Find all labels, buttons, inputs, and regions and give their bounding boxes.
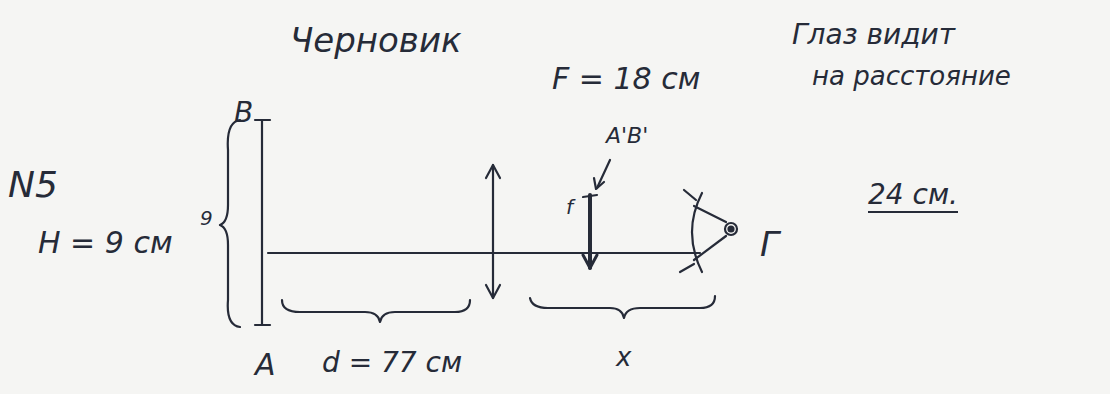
distance-label: x bbox=[616, 343, 631, 372]
image-arrow bbox=[588, 195, 592, 268]
magnification-symbol: Г bbox=[760, 226, 779, 263]
eye-lash bbox=[680, 264, 694, 272]
image-label: A'B' bbox=[606, 124, 648, 148]
focal-length-label: F = 18 см bbox=[552, 62, 700, 95]
height-bracket bbox=[220, 120, 240, 327]
point-label: B bbox=[234, 98, 253, 129]
eye-line bbox=[694, 206, 726, 222]
eye-lash bbox=[684, 190, 696, 200]
problem-number: N5 bbox=[8, 165, 58, 205]
eye-line bbox=[694, 236, 726, 260]
image-tick bbox=[583, 195, 597, 197]
note-value: 24 см. bbox=[868, 180, 958, 213]
lens-arrowhead bbox=[486, 285, 500, 298]
distance-label: d = 77 см bbox=[322, 348, 462, 379]
image-distance-label: f bbox=[566, 196, 573, 218]
height-label: H = 9 см bbox=[38, 226, 173, 259]
leader-arrowhead bbox=[594, 178, 604, 189]
point-label: A bbox=[255, 348, 276, 381]
sketch-title: Черновик bbox=[290, 22, 462, 59]
distance-brace bbox=[530, 296, 715, 318]
object-tick bbox=[255, 119, 270, 121]
distance-brace bbox=[282, 300, 470, 322]
note-text: на расстояние bbox=[812, 62, 1011, 91]
optical-axis bbox=[268, 252, 700, 254]
lens-line bbox=[492, 165, 494, 298]
lens-arrowhead bbox=[486, 165, 500, 178]
object-line bbox=[261, 120, 263, 325]
eye-pupil-dot bbox=[729, 227, 734, 232]
height-value: 9 bbox=[200, 207, 213, 229]
eye-pupil bbox=[725, 223, 737, 235]
note-text: Глаз видит bbox=[792, 20, 955, 51]
image-arrowhead bbox=[583, 255, 597, 268]
object-tick bbox=[255, 324, 270, 326]
